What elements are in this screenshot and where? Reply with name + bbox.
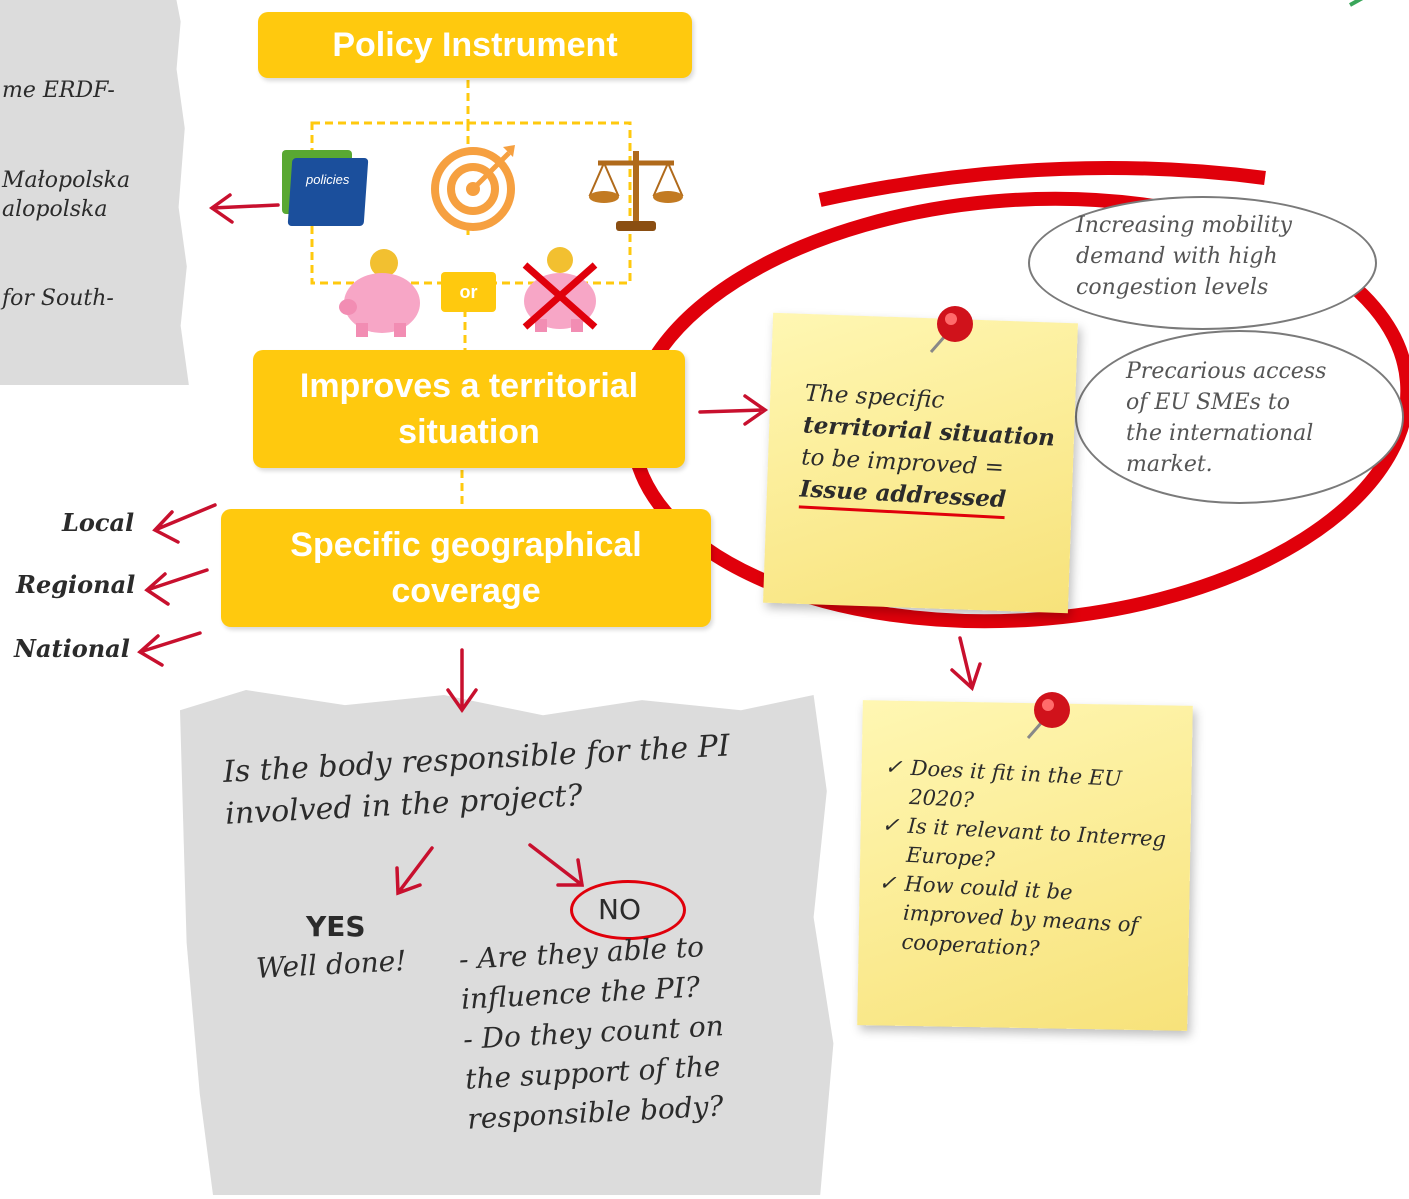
scales-icon	[588, 145, 684, 233]
green-corner-mark	[1349, 0, 1364, 7]
issue-sticky-text: The specific territorial situation to be…	[798, 377, 1058, 521]
question-paper-sheet	[180, 690, 834, 1195]
yes-label: YES	[306, 910, 366, 943]
checklist-item-text-3: How could it be improved by means of coo…	[901, 871, 1139, 961]
left-sheet-line-4: for South-	[2, 286, 114, 311]
geographical-coverage-box: Specific geographical coverage	[221, 509, 711, 627]
piggy-bank-icon	[338, 245, 428, 340]
policy-instrument-label: Policy Instrument	[332, 25, 618, 64]
smes-line-4: market.	[1126, 452, 1213, 477]
target-icon	[431, 145, 519, 231]
left-sheet-line-3: alopolska	[2, 197, 108, 222]
smes-line-3: the international	[1126, 421, 1314, 446]
pushpin-icon-2	[1022, 686, 1078, 742]
level-national: National	[14, 634, 130, 663]
level-regional: Regional	[16, 570, 136, 599]
no-followup-text: - Are they able to influence the PI? - D…	[458, 926, 729, 1139]
policy-instrument-box: Policy Instrument	[258, 12, 692, 78]
level-local: Local	[62, 508, 135, 537]
check-icon: ✓	[881, 812, 900, 838]
territorial-line-1: Improves a territorial	[299, 367, 639, 405]
policies-folder-icon: policies	[282, 150, 369, 228]
mobility-line-2: demand with high	[1076, 244, 1278, 269]
pushpin-icon	[925, 300, 981, 356]
highlight-circle-stroke	[818, 160, 1266, 207]
or-label: or	[459, 281, 478, 302]
or-connector: or	[441, 272, 496, 312]
no-circle	[570, 880, 686, 940]
smes-line-1: Precarious access	[1126, 359, 1327, 384]
check-icon: ✓	[884, 754, 903, 780]
checklist: ✓Does it fit in the EU 2020? ✓Is it rele…	[875, 753, 1175, 971]
territorial-situation-box: Improves a territorial situation	[253, 350, 685, 468]
checklist-item-3: ✓How could it be improved by means of co…	[875, 868, 1169, 970]
left-sheet-line-1: me ERDF-	[2, 78, 115, 103]
left-paper-sheet	[0, 0, 189, 385]
smes-line-2: of EU SMEs to	[1126, 390, 1291, 415]
mobility-line-1: Increasing mobility	[1076, 213, 1292, 238]
policies-label: policies	[306, 172, 350, 187]
territorial-line-2: situation	[398, 413, 540, 451]
mobility-line-3: congestion levels	[1076, 275, 1269, 300]
geographical-line-2: coverage	[391, 572, 541, 610]
red-arrows	[137, 193, 982, 896]
crossed-piggy-bank-icon	[515, 245, 605, 335]
mobility-bubble-text: Increasing mobility demand with high con…	[1076, 210, 1292, 303]
left-sheet-line-2: Małopolska	[2, 168, 131, 193]
geographical-line-1: Specific geographical	[290, 526, 642, 564]
smes-bubble-text: Precarious access of EU SMEs to the inte…	[1126, 356, 1326, 480]
mobility-bubble	[1028, 196, 1377, 330]
smes-bubble	[1075, 330, 1404, 504]
no-label: NO	[598, 893, 641, 926]
